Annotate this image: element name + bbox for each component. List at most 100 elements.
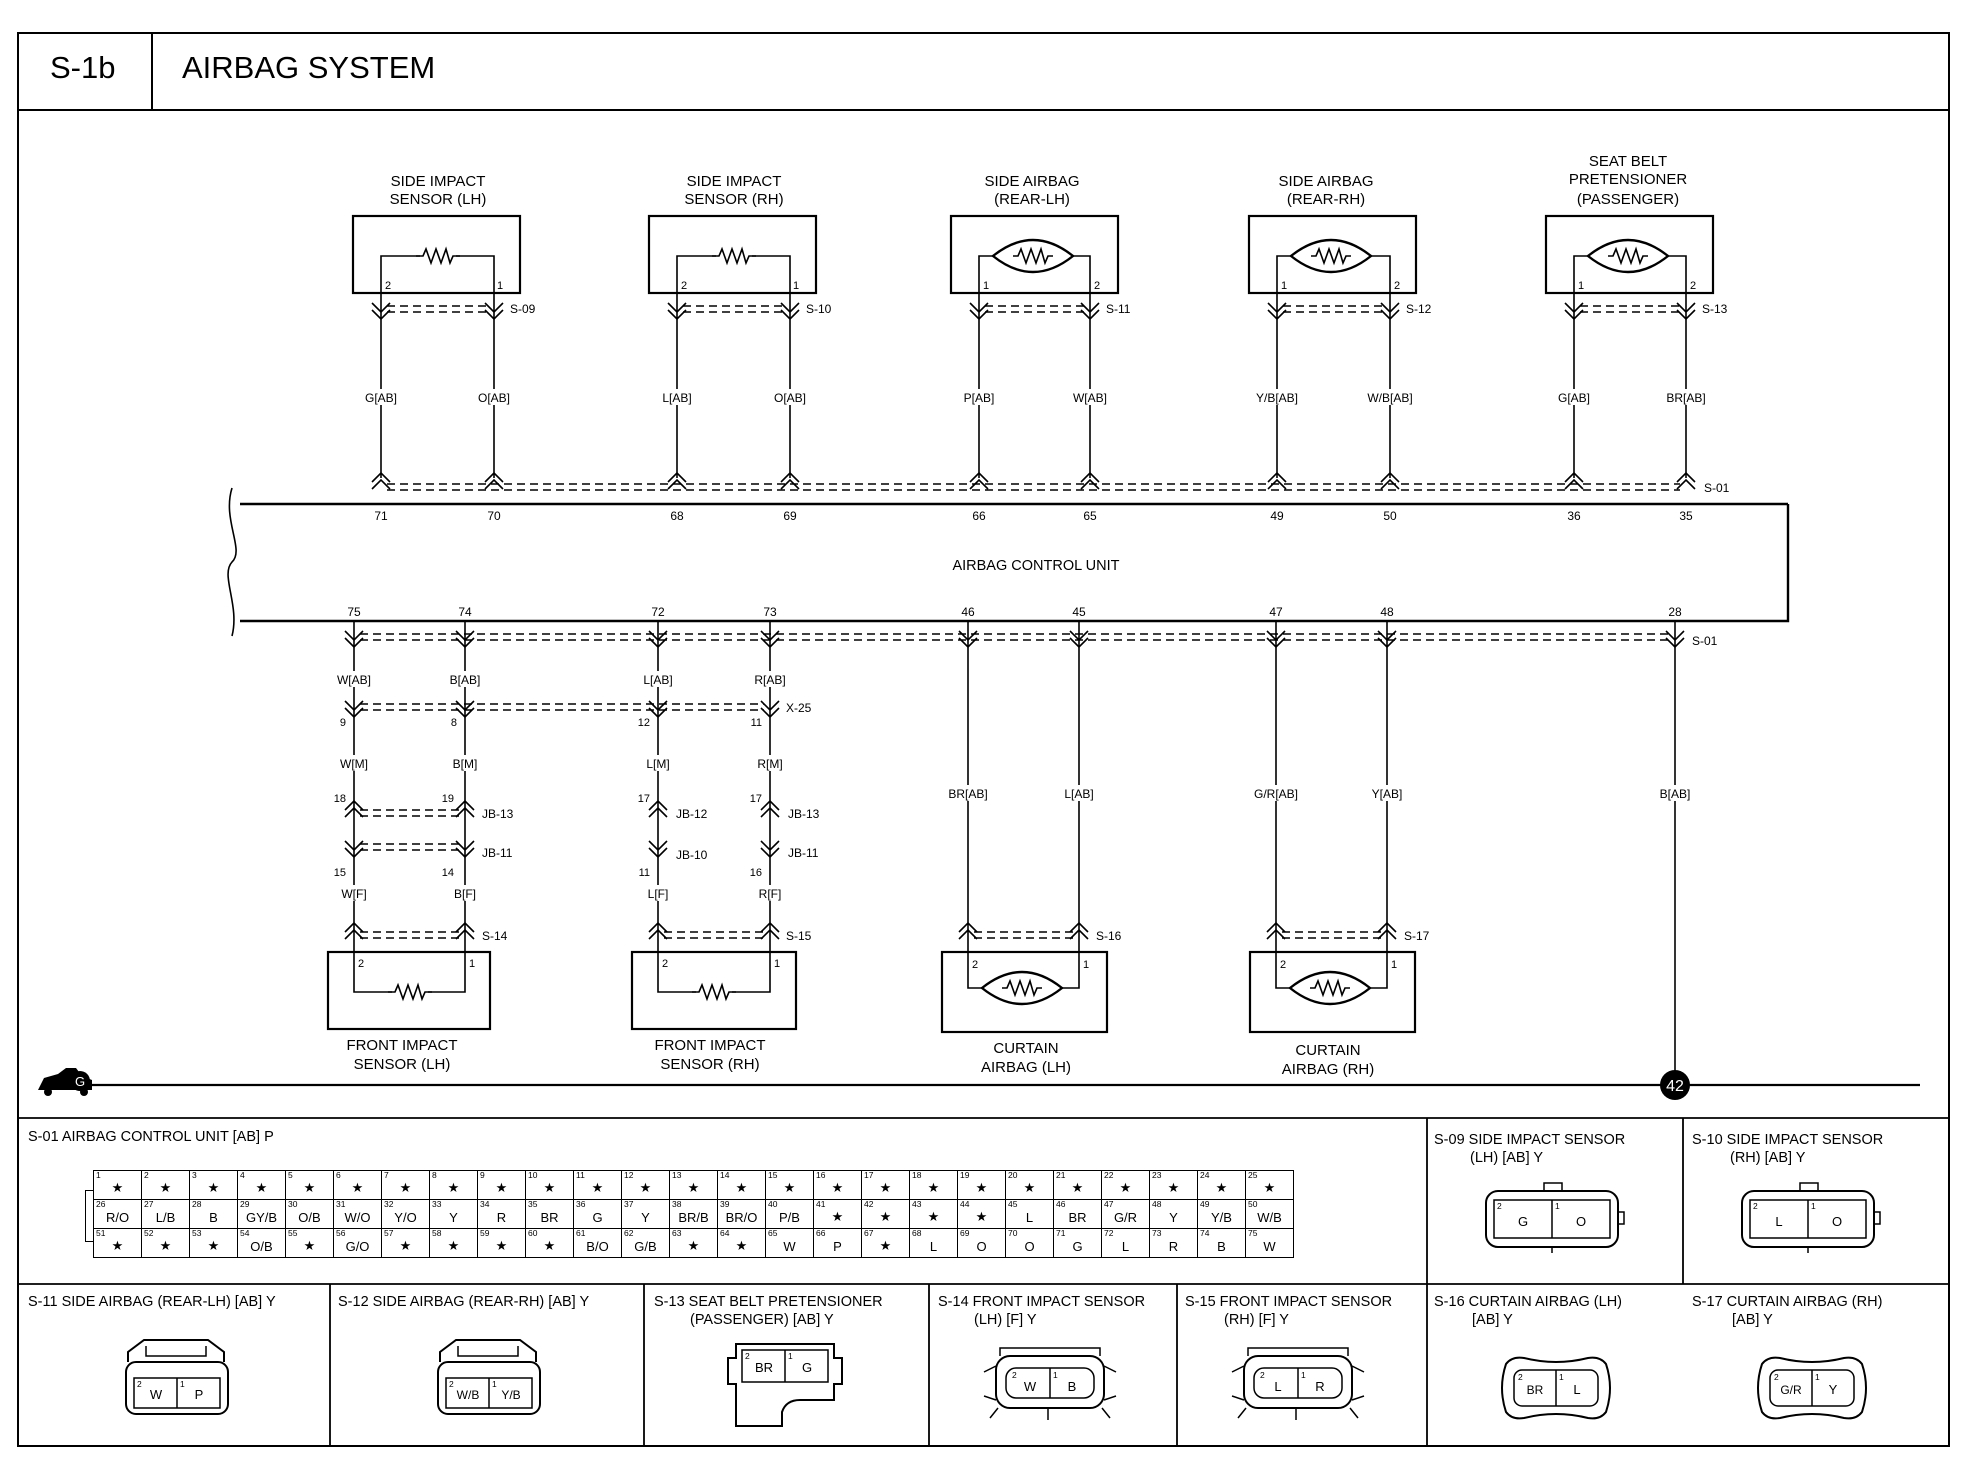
pin-cell: 55★: [285, 1228, 334, 1258]
page-title: AIRBAG SYSTEM: [182, 50, 436, 85]
pin-wire-color: G: [592, 1209, 603, 1225]
pin-cell: 24★: [1197, 1170, 1246, 1200]
ground-bus: G 42: [38, 1068, 1920, 1100]
svg-text:G/R[AB]: G/R[AB]: [1254, 787, 1298, 801]
pin-number: 12: [624, 1170, 634, 1180]
svg-text:JB-12: JB-12: [676, 807, 708, 821]
pin-number: 14: [720, 1170, 730, 1180]
pin-wire-color: ★: [1071, 1180, 1084, 1195]
pin-wire-color: ★: [591, 1180, 604, 1195]
svg-text:(REAR-RH): (REAR-RH): [1287, 191, 1365, 208]
panel-subtitle-s17: [AB] Y: [1732, 1312, 1773, 1328]
svg-text:S-14: S-14: [482, 929, 508, 943]
top-wire-labels: G[AB] O[AB] L[AB] O[AB] P[AB] W[AB] Y/B[…: [360, 389, 1710, 405]
svg-text:R[M]: R[M]: [757, 757, 782, 771]
svg-text:JB-13: JB-13: [482, 807, 514, 821]
panel-subtitle-s15: (RH) [F] Y: [1224, 1312, 1289, 1328]
svg-text:L[AB]: L[AB]: [1064, 787, 1093, 801]
pin-wire-color: ★: [399, 1238, 412, 1253]
svg-text:W: W: [1024, 1379, 1037, 1394]
pin-number: 42: [864, 1199, 874, 1209]
pin-wire-color: W: [783, 1238, 796, 1254]
component-name: SENSOR (LH): [390, 191, 487, 208]
pin-number: 67: [864, 1228, 874, 1238]
svg-text:R[AB]: R[AB]: [754, 673, 785, 687]
svg-text:1: 1: [1811, 1201, 1816, 1211]
resistor-icon: [711, 248, 757, 264]
svg-text:2: 2: [745, 1351, 750, 1361]
svg-text:W/B[AB]: W/B[AB]: [1367, 391, 1412, 405]
pin-number: 46: [1056, 1199, 1066, 1209]
svg-text:B[AB]: B[AB]: [1660, 787, 1691, 801]
pin-cell: 11★: [573, 1170, 622, 1200]
svg-text:W[AB]: W[AB]: [337, 673, 371, 687]
airbag-squib-icon: [1289, 238, 1373, 274]
pin-wire-color: ★: [543, 1238, 556, 1253]
header-code-box: [17, 32, 153, 111]
pin-number: 3: [192, 1170, 197, 1180]
pin-wire-color: R: [1168, 1238, 1179, 1254]
pin-wire-color: B: [209, 1209, 218, 1225]
pin-number: 36: [576, 1199, 586, 1209]
pin-wire-color: ★: [1023, 1180, 1036, 1195]
svg-text:75: 75: [347, 605, 361, 619]
pin-wire-color: ★: [975, 1180, 988, 1195]
svg-text:2: 2: [1497, 1201, 1502, 1211]
pin-wire-color: ★: [1167, 1180, 1180, 1195]
pin-number: 50: [1248, 1199, 1258, 1209]
top-component-side-airbag-rear-rh: SIDE AIRBAG (REAR-RH) 1 2: [1247, 173, 1418, 295]
resistor-icon: [415, 248, 461, 264]
pin-wire-color: ★: [1215, 1180, 1228, 1195]
connector-face-s15: 2 L 1 R: [1231, 1347, 1365, 1420]
pin-wire-color: ★: [399, 1180, 412, 1195]
pin-number: 56: [336, 1228, 346, 1238]
svg-text:1: 1: [1391, 959, 1397, 971]
pin-wire-color: BR: [540, 1209, 559, 1225]
pin-wire-color: G/B: [634, 1238, 657, 1254]
svg-text:2: 2: [972, 959, 978, 971]
pin-wire-color: ★: [879, 1180, 892, 1195]
airbag-squib-icon: [1586, 238, 1670, 274]
connector-face-s14: 2 W 1 B: [983, 1347, 1117, 1420]
svg-text:72: 72: [651, 605, 665, 619]
chassis-ground-icon: G: [38, 1068, 92, 1096]
svg-text:71: 71: [374, 509, 388, 523]
pin-number: 27: [144, 1199, 154, 1209]
svg-text:47: 47: [1269, 605, 1283, 619]
pin-cell: 57★: [381, 1228, 430, 1258]
pin-number: 72: [1104, 1228, 1114, 1238]
header-divider: [17, 109, 1950, 111]
svg-text:36: 36: [1567, 509, 1581, 523]
pin-number: 1: [96, 1170, 101, 1180]
connector-label: S-01: [1692, 634, 1718, 648]
pin-wire-color: ★: [159, 1180, 172, 1195]
connector-latch: [85, 1190, 94, 1242]
panel-subtitle-s14: (LH) [F] Y: [974, 1312, 1037, 1328]
connector-shells-top: [387, 305, 1680, 313]
resistor-icon: [691, 984, 737, 1000]
svg-text:B[M]: B[M]: [453, 757, 478, 771]
panel-title-s09: S-09 SIDE IMPACT SENSOR: [1434, 1132, 1626, 1148]
connector-face-s16: 2 BR 1 L: [1501, 1356, 1611, 1420]
pin-wire-color: W/O: [344, 1209, 371, 1225]
pin-wire-color: ★: [447, 1180, 460, 1195]
pin-cell: 41★: [813, 1199, 862, 1229]
svg-text:2: 2: [1690, 280, 1696, 292]
pin-cell: 8★: [429, 1170, 478, 1200]
pin-number: 31: [336, 1199, 346, 1209]
connector-label: S-01: [1704, 481, 1730, 495]
pin-wire-color: BR: [1068, 1209, 1087, 1225]
svg-text:50: 50: [1383, 509, 1397, 523]
front-impact-sensor-lh: 2 1 FRONT IMPACT SENSOR (LH): [326, 950, 492, 1073]
panel-grid: [17, 1117, 1950, 1447]
svg-text:1: 1: [788, 1351, 793, 1361]
airbag-box: [1247, 214, 1418, 295]
bottom-wires: [353, 621, 1676, 1085]
break-line: [227, 487, 237, 637]
pin-number: 58: [432, 1228, 442, 1238]
